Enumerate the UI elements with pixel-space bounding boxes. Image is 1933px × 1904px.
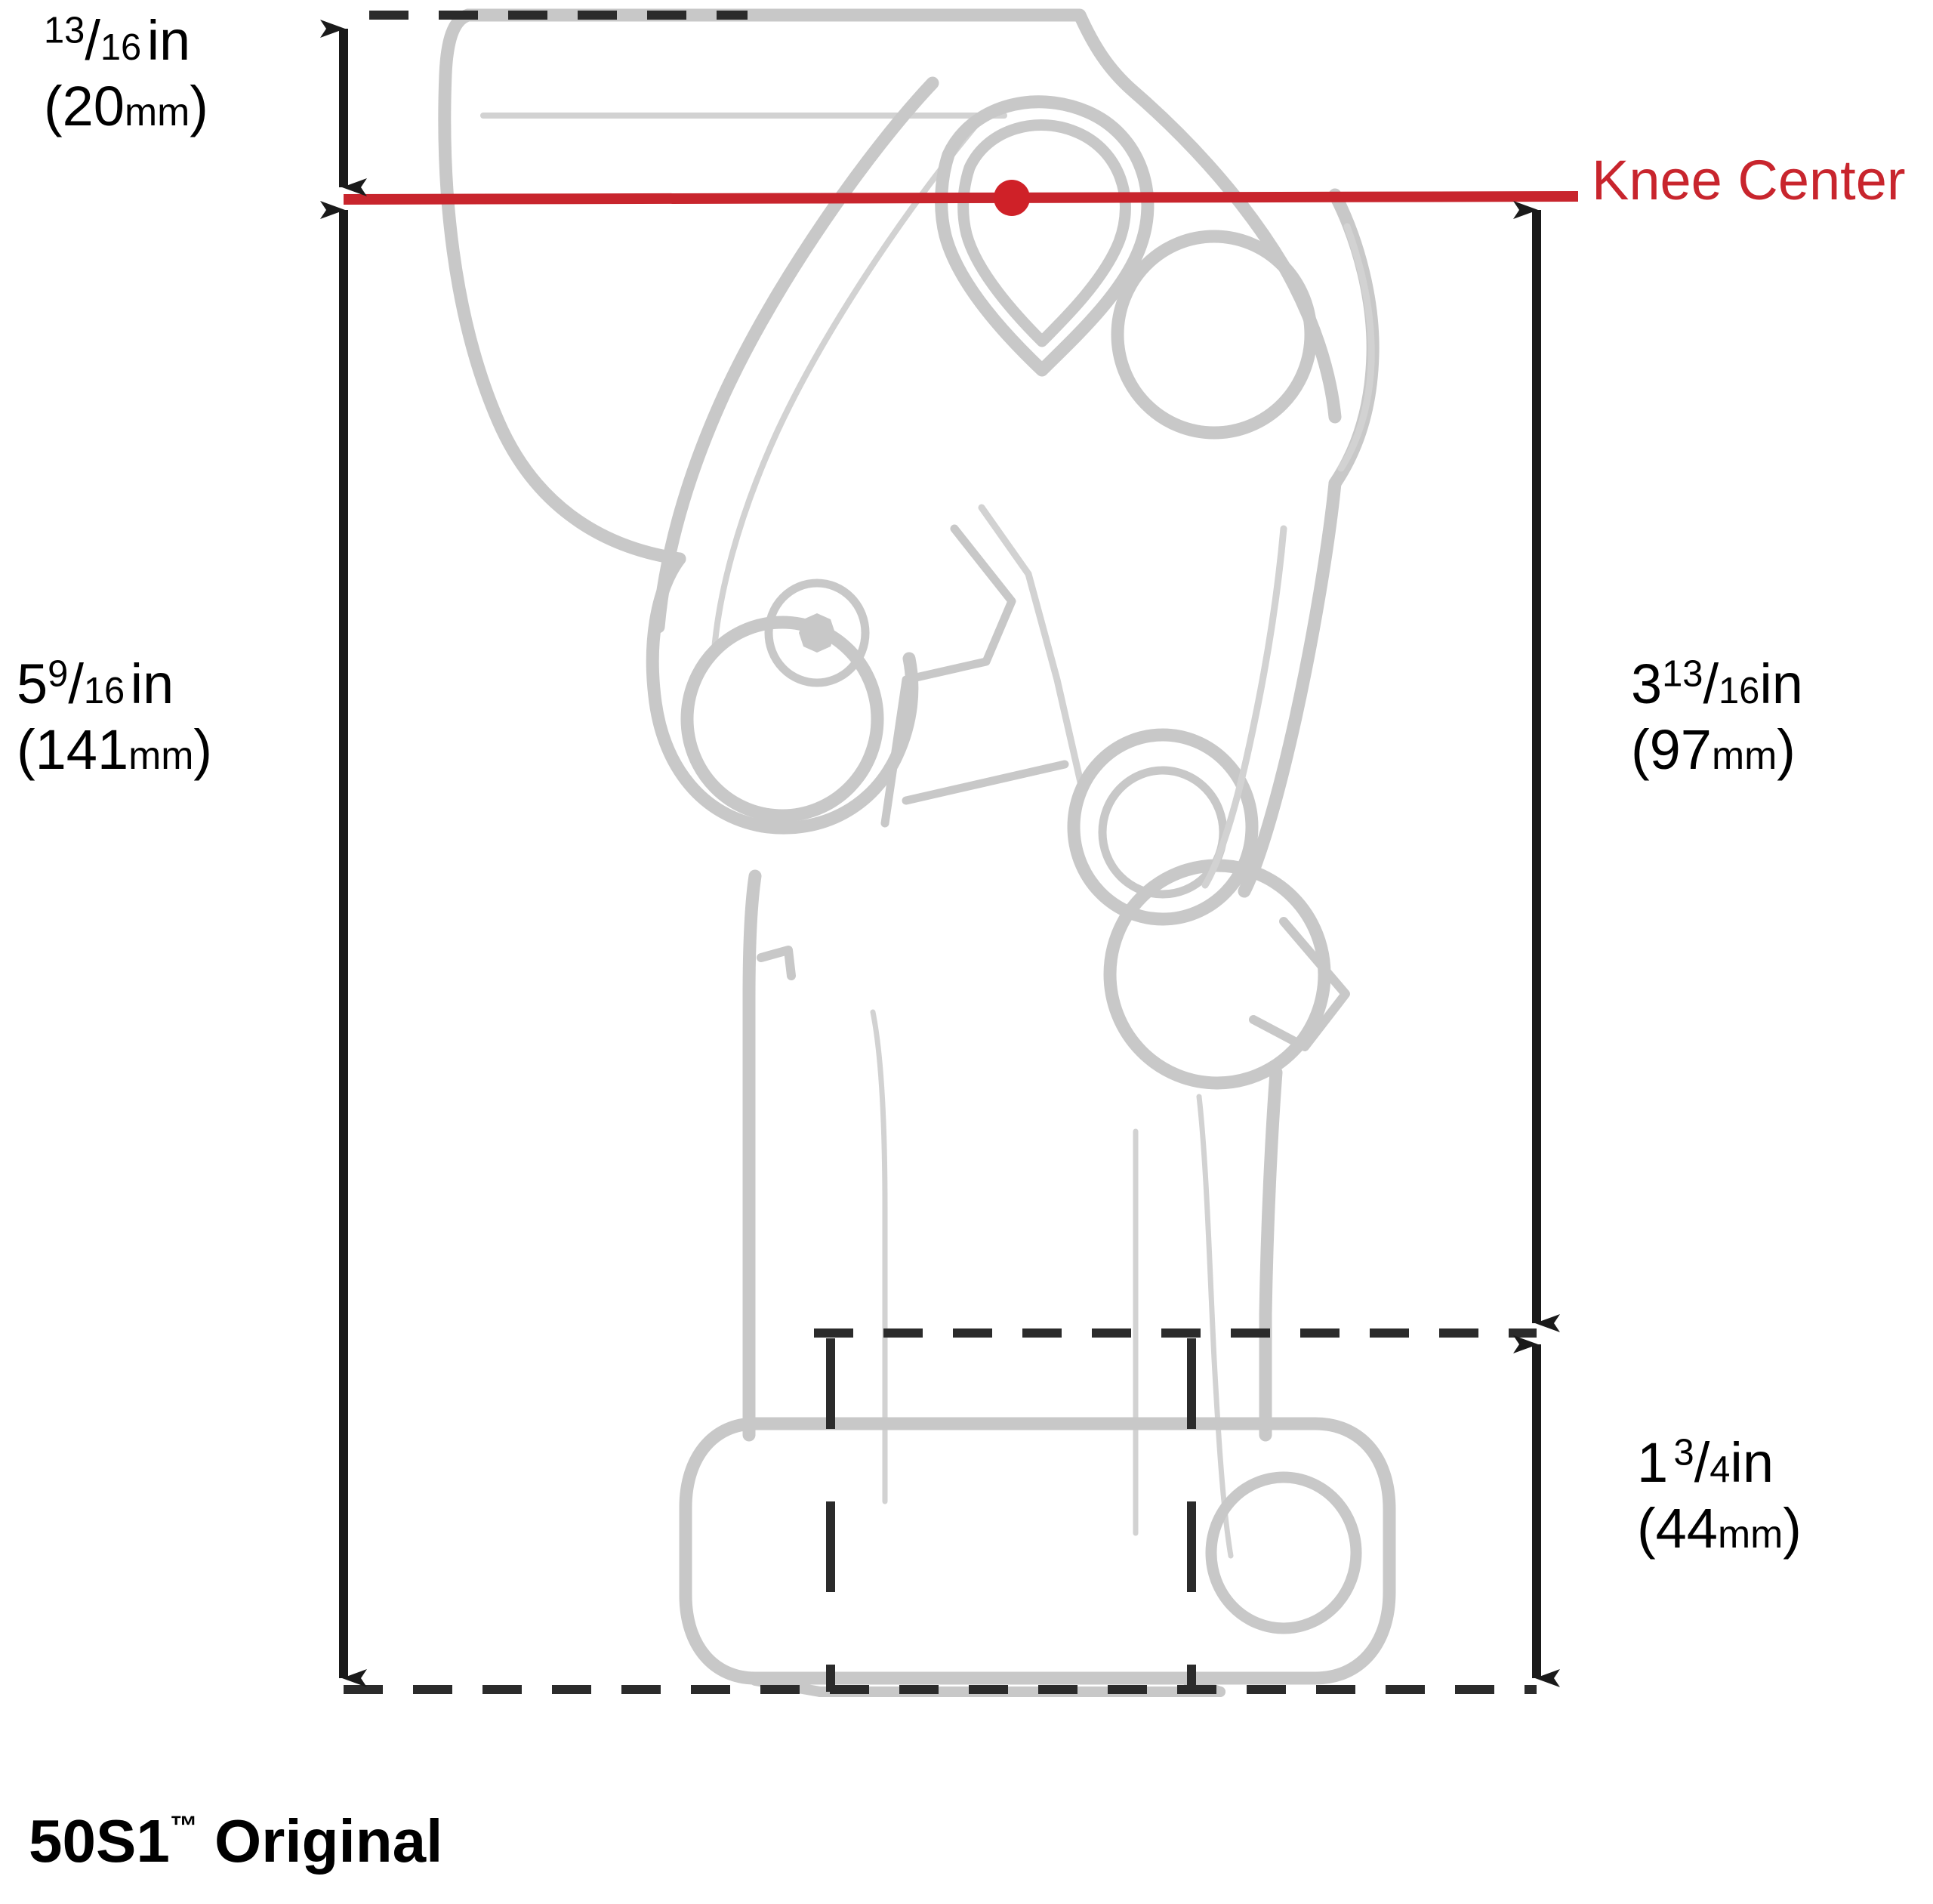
dim-slash: / — [1694, 1431, 1710, 1494]
knee-bearing-inner — [957, 119, 1131, 347]
dim-numerator: 9 — [48, 653, 69, 695]
product-variant: Original — [214, 1807, 443, 1875]
dim-denominator: 16 — [100, 27, 142, 68]
posterior-shell-arc-inner — [1337, 223, 1375, 472]
dim-metric-value: 44 — [1655, 1497, 1718, 1560]
construction-lines-vertical — [826, 1338, 1196, 1692]
dim-unit: in — [1730, 1431, 1774, 1494]
dimension-imperial-top-left: 13/16in — [44, 8, 208, 73]
dim-denominator: 4 — [1709, 1449, 1731, 1490]
knee-center-label: Knee Center — [1592, 149, 1906, 211]
upper-housing-left-skirt — [438, 8, 686, 566]
dim-denominator: 16 — [1719, 671, 1760, 711]
dimension-label-top-left: 13/16in (20mm) — [44, 8, 208, 140]
trademark-icon: ™ — [169, 1810, 198, 1842]
dim-denominator: 16 — [83, 671, 125, 711]
hub-hex-bolt — [799, 613, 835, 653]
swing-arm-inner-edge — [711, 110, 989, 653]
shank-right-wall — [1259, 1066, 1283, 1442]
shank-left-notch — [757, 946, 796, 980]
dim-numerator: 13 — [44, 10, 85, 51]
upper-housing-shell — [461, 8, 1342, 424]
dim-metric-value: 97 — [1649, 718, 1712, 782]
dim-whole: 1 — [1637, 1431, 1669, 1494]
dim-numerator: 3 — [1673, 1432, 1694, 1474]
mid-pivot-circle-outer — [1067, 728, 1259, 926]
dim-numerator: 13 — [1662, 653, 1703, 695]
pylon-clamp-bore — [1205, 1471, 1362, 1634]
construction-lines — [344, 11, 1537, 1694]
dim-whole: 3 — [1631, 653, 1663, 715]
dim-unit: in — [146, 9, 191, 72]
hub-outer-circle — [680, 616, 884, 822]
dim-metric-value: 141 — [35, 718, 129, 782]
posterior-condyle-circle — [1111, 230, 1318, 440]
dimension-arrows — [320, 20, 1560, 1687]
dimension-metric-mid-right: (97mm) — [1631, 718, 1796, 782]
prosthesis-outline — [438, 8, 1396, 1697]
dimension-label-mid-left: 59/16in (141mm) — [17, 651, 212, 783]
dim-metric-unit: mm — [128, 733, 194, 778]
hub-shroud — [646, 552, 919, 835]
shank-detail-line-c — [1196, 1094, 1234, 1559]
knee-center-line — [343, 191, 1579, 205]
dimension-metric-bottom-right: (44mm) — [1637, 1497, 1802, 1560]
dimension-imperial-mid-right: 313/16in — [1631, 651, 1803, 717]
knee-center-indicator — [343, 180, 1579, 216]
dim-metric-unit: mm — [1717, 1512, 1783, 1557]
dim-whole: 5 — [17, 653, 48, 715]
knee-bearing-outer — [935, 95, 1155, 377]
hub-bolt-ring — [764, 579, 870, 687]
posterior-frame-right-inner — [1201, 525, 1287, 889]
dim-unit: in — [130, 653, 174, 715]
linkage-bar-lower — [902, 760, 1069, 805]
dim-unit: in — [1759, 653, 1803, 715]
dim-slash: / — [85, 9, 100, 72]
dim-slash: / — [1703, 653, 1719, 715]
swing-arm — [652, 76, 939, 634]
linkage-plate-inner — [978, 504, 1085, 789]
posterior-frame-right — [1238, 477, 1342, 898]
dimension-metric-top-left: (20mm) — [44, 75, 208, 138]
knee-center-dot — [994, 180, 1030, 216]
dimension-label-mid-right: 313/16in (97mm) — [1631, 651, 1803, 783]
dim-slash: / — [68, 653, 84, 715]
dimension-metric-mid-left: (141mm) — [17, 718, 213, 782]
dimension-imperial-mid-left: 59/16in — [17, 651, 212, 717]
dim-metric-value: 20 — [62, 75, 125, 138]
dim-metric-unit: mm — [1711, 733, 1777, 778]
shank-left-wall — [742, 869, 762, 1442]
pylon-clamp-block — [679, 1417, 1396, 1685]
shank-detail-line-a — [870, 1009, 888, 1504]
lower-bracket-tab — [1249, 917, 1350, 1051]
product-model: 50S1 — [29, 1807, 170, 1875]
linkage-plate — [880, 524, 1016, 828]
dim-metric-unit: mm — [124, 90, 190, 134]
